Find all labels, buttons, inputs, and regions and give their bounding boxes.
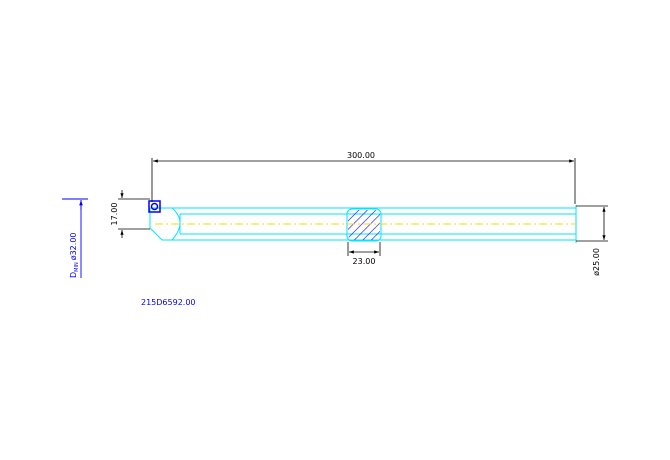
- part-number: 215D6592.00: [141, 298, 196, 307]
- dimension-land-width: [347, 242, 381, 256]
- label-head-height: 17.00: [110, 203, 119, 226]
- label-overall-length: 300.00: [347, 151, 375, 160]
- label-land-width: 23.00: [353, 257, 376, 266]
- dimension-head-height: [118, 190, 150, 238]
- dimension-shank-diameter: [576, 205, 608, 242]
- label-shank-diameter: ø25.00: [592, 248, 601, 276]
- label-min-bore: DMINø32.00: [69, 233, 80, 279]
- dimension-overall-length: [151, 158, 576, 204]
- hatch-section: [348, 210, 380, 240]
- label-min-bore-prefix: D: [69, 272, 78, 278]
- dimension-min-bore: [62, 198, 88, 278]
- label-min-bore-sub: MIN: [74, 262, 80, 272]
- cutting-insert: [148, 200, 161, 213]
- land-section: [346, 208, 382, 242]
- label-min-bore-value: ø32.00: [69, 233, 78, 261]
